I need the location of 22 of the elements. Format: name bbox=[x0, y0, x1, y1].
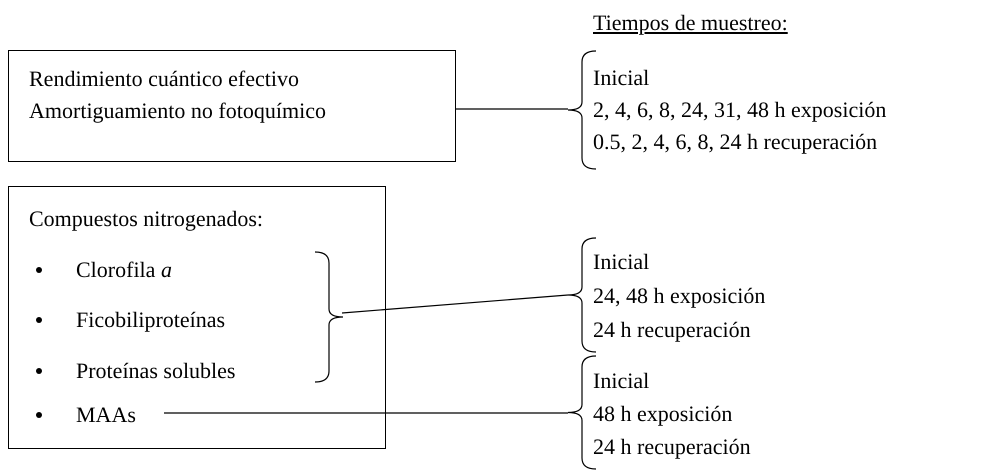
connector-line bbox=[342, 294, 568, 314]
list-item: Ficobiliproteínas bbox=[76, 307, 226, 333]
sampling-time: 48 h exposición bbox=[593, 401, 732, 427]
list-item: Clorofila a bbox=[76, 257, 172, 283]
text: Rendimiento cuántico efectivo bbox=[29, 66, 300, 92]
sampling-time: 24 h recuperación bbox=[593, 434, 751, 460]
sampling-time: Inicial bbox=[593, 249, 650, 275]
text-box bbox=[8, 50, 456, 162]
text: Amortiguamiento no fotoquímico bbox=[29, 98, 326, 124]
connector-line bbox=[456, 108, 568, 110]
sampling-time: 24, 48 h exposición bbox=[593, 283, 766, 309]
text-box bbox=[8, 186, 386, 449]
sampling-time: Inicial bbox=[593, 368, 650, 394]
sampling-time: 2, 4, 6, 8, 24, 31, 48 h exposición bbox=[593, 97, 886, 123]
connector-line bbox=[164, 412, 568, 414]
sampling-time: Inicial bbox=[593, 65, 650, 91]
list-item: Proteínas solubles bbox=[76, 358, 236, 384]
text: Compuestos nitrogenados: bbox=[29, 206, 264, 232]
list-item: MAAs bbox=[76, 402, 137, 428]
heading: Tiempos de muestreo: bbox=[593, 10, 788, 36]
sampling-time: 24 h recuperación bbox=[593, 317, 751, 343]
sampling-time: 0.5, 2, 4, 6, 8, 24 h recuperación bbox=[593, 129, 878, 155]
